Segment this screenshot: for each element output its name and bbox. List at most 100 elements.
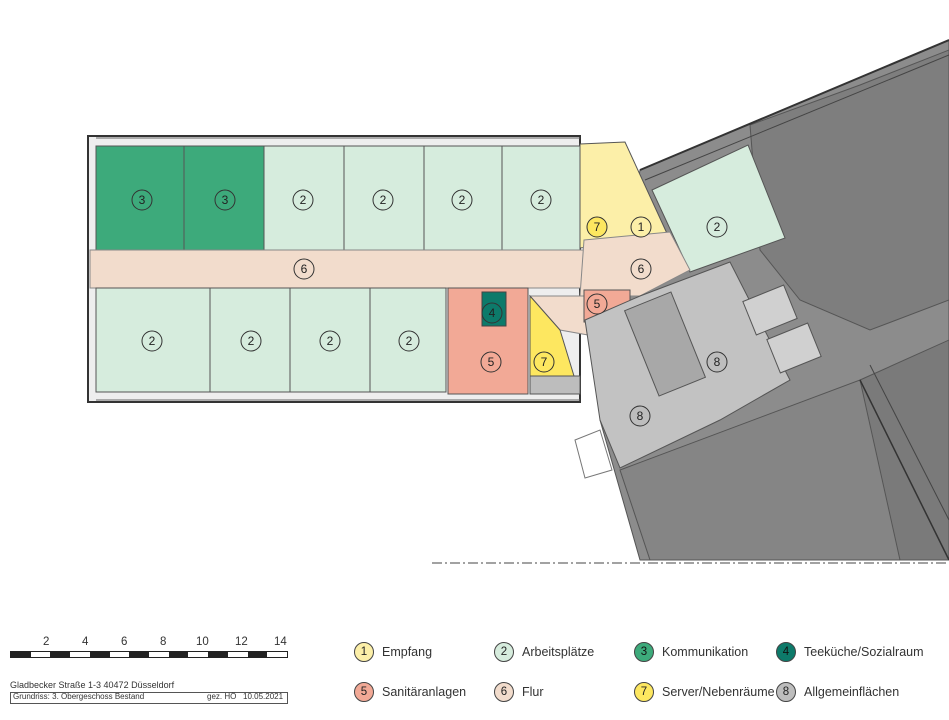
room-marker-circle (398, 330, 420, 352)
room-marker-r-san-2: 5 (586, 293, 608, 315)
room-marker-label: 8 (714, 355, 721, 369)
room-marker-circle (586, 293, 608, 315)
legend-item: 5 Sanitäranlagen (354, 682, 466, 702)
legend-item: 3 Kommunikation (634, 642, 748, 662)
room-marker-r-flur-w: 6 (293, 258, 315, 280)
room-marker-r-server-s: 7 (533, 351, 555, 373)
room-marker-label: 2 (406, 334, 413, 348)
scale-tick: 6 (121, 636, 128, 648)
plan-date: 10.05.2021 (243, 692, 284, 701)
legend-swatch: 2 (494, 642, 514, 662)
room-marker-circle (586, 216, 608, 238)
room-marker-r-ap-s1: 2 (141, 330, 163, 352)
room-marker-label: 2 (248, 334, 255, 348)
legend-swatch: 5 (354, 682, 374, 702)
room-marker-circle (481, 302, 503, 324)
legend-swatch: 6 (494, 682, 514, 702)
legend-item: 6 Flur (494, 682, 544, 702)
room-marker-label: 7 (541, 355, 548, 369)
room-marker-label: 8 (637, 409, 644, 423)
legend-label: Kommunikation (662, 645, 749, 659)
room-marker-r-ap-n1: 2 (292, 189, 314, 211)
room-marker-label: 6 (301, 262, 308, 276)
room-marker-label: 2 (300, 193, 307, 207)
room-ap-ne (651, 144, 786, 273)
scale-tick: 2 (43, 636, 50, 648)
scale-tick: 10 (196, 636, 209, 648)
room-marker-circle (319, 330, 341, 352)
room-marker-r-empfang: 1 (630, 216, 652, 238)
room-marker-r-komm-2: 3 (214, 189, 236, 211)
scale-bar: 2 4 6 8 10 12 14 (10, 636, 290, 666)
room-marker-label: 2 (380, 193, 387, 207)
room-marker-r-komm-1: 3 (131, 189, 153, 211)
room-marker-label: 1 (638, 220, 645, 234)
room-marker-circle (706, 351, 728, 373)
room-marker-r-ap-s2: 2 (240, 330, 262, 352)
legend-label: Sanitäranlagen (382, 685, 467, 699)
room-marker-circle (630, 216, 652, 238)
scale-bar-segments (10, 651, 288, 658)
room-marker-label: 5 (594, 297, 601, 311)
room-marker-circle (293, 258, 315, 280)
legend-swatch: 8 (776, 682, 796, 702)
room-marker-label: 2 (538, 193, 545, 207)
room-marker-circle (131, 189, 153, 211)
room-marker-r-empfang-server: 7 (586, 216, 608, 238)
scale-tick: 4 (82, 636, 89, 648)
room-marker-circle (372, 189, 394, 211)
room-marker-label: 2 (714, 220, 721, 234)
room-marker-circle (141, 330, 163, 352)
plan-info-box: Grundriss: 3. Obergeschoss Bestand gez. … (10, 692, 288, 704)
legend-swatch: 4 (776, 642, 796, 662)
legend-swatch: 7 (634, 682, 654, 702)
legend-swatch: 1 (354, 642, 374, 662)
legend-item: 2 Arbeitsplätze (494, 642, 594, 662)
legend: 1 Empfang 2 Arbeitsplätze 3 Kommunikatio… (350, 640, 940, 706)
room-marker-circle (292, 189, 314, 211)
signed-by: gez. HÖ (207, 692, 237, 701)
room-marker-label: 2 (459, 193, 466, 207)
legend-swatch: 3 (634, 642, 654, 662)
room-marker-r-ap-n2: 2 (372, 189, 394, 211)
scale-tick: 12 (235, 636, 248, 648)
scale-tick: 8 (160, 636, 167, 648)
room-marker-label: 2 (327, 334, 334, 348)
legend-item: 1 Empfang (354, 642, 432, 662)
legend-label: Flur (522, 685, 544, 699)
scale-ticks: 2 4 6 8 10 12 14 (10, 636, 290, 650)
room-marker-r-allg-1: 8 (706, 351, 728, 373)
legend-item: 4 Teeküche/Sozialraum (776, 642, 924, 662)
room-marker-circle (706, 216, 728, 238)
room-marker-label: 2 (149, 334, 156, 348)
corridor (89, 231, 691, 336)
legend-label: Empfang (382, 645, 433, 659)
room-marker-circle (214, 189, 236, 211)
room-marker-circle (480, 351, 502, 373)
room-marker-label: 3 (222, 193, 229, 207)
room-marker-r-ap-n4: 2 (530, 189, 552, 211)
room-marker-circle (629, 405, 651, 427)
room-marker-label: 7 (594, 220, 601, 234)
plan-description: Grundriss: 3. Obergeschoss Bestand (13, 692, 145, 701)
legend-label: Allgemeinflächen (804, 685, 900, 699)
room-marker-r-san-1: 5 (480, 351, 502, 373)
legend-label: Server/Nebenräume (662, 685, 775, 699)
room-marker-r-flur-e: 6 (630, 258, 652, 280)
room-marker-r-ap-s3: 2 (319, 330, 341, 352)
legend-item: 8 Allgemeinflächen (776, 682, 899, 702)
legend-item: 7 Server/Nebenräume (634, 682, 775, 702)
room-marker-r-ap-s4: 2 (398, 330, 420, 352)
room-marker-r-ap-ne: 2 (706, 216, 728, 238)
room-marker-circle (240, 330, 262, 352)
room-marker-circle (530, 189, 552, 211)
room-marker-r-kueche: 4 (481, 302, 503, 324)
room-marker-circle (533, 351, 555, 373)
room-marker-label: 5 (488, 355, 495, 369)
room-marker-label: 6 (638, 262, 645, 276)
room-marker-r-ap-n3: 2 (451, 189, 473, 211)
south-rooms (95, 287, 631, 395)
room-marker-label: 4 (489, 306, 496, 320)
